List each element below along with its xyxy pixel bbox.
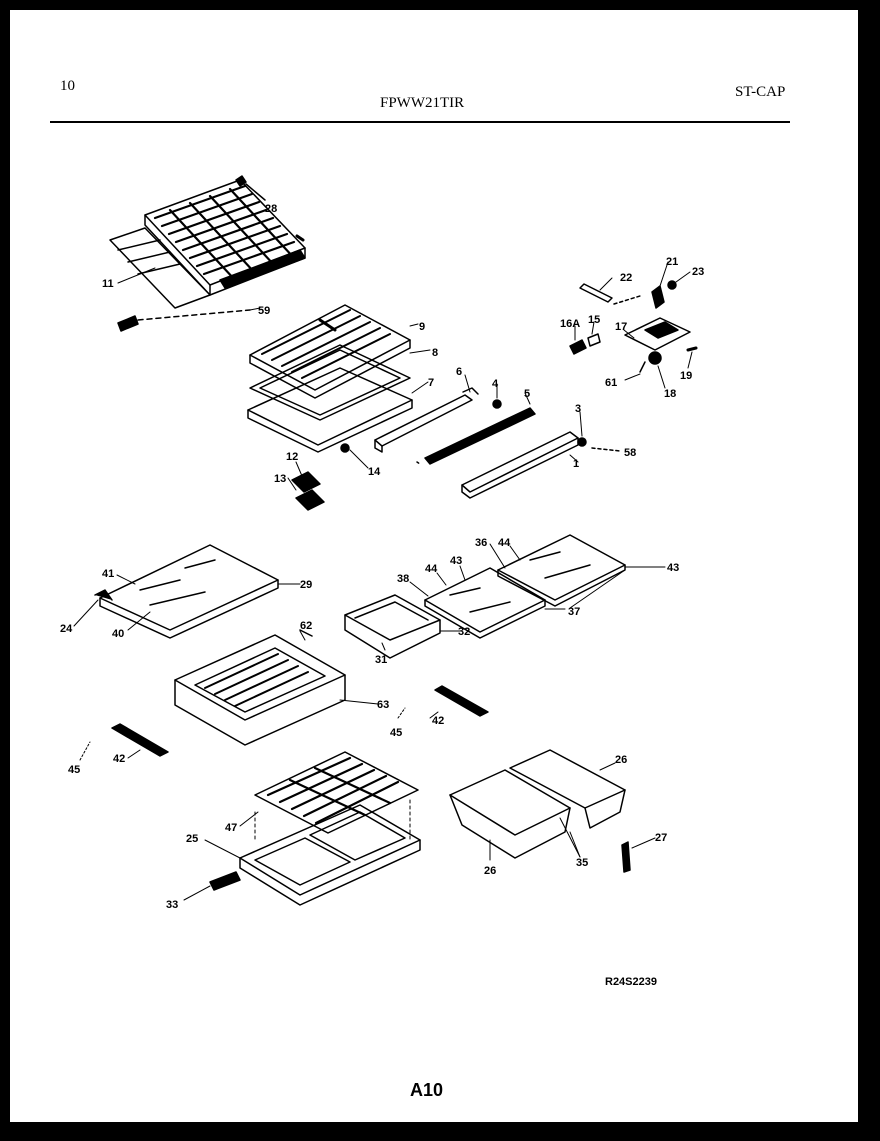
shelf-8 [249, 344, 411, 421]
callout-8: 8 [432, 347, 438, 359]
callout-44-left: 44 [425, 563, 438, 575]
page-number: 10 [60, 78, 75, 94]
model-number: FPWW21TIR [380, 95, 465, 111]
rail-5 [416, 407, 536, 465]
shelf-43-right [497, 534, 626, 607]
callout-28: 28 [265, 203, 277, 215]
shelf-7 [247, 367, 413, 453]
rail-1 [461, 431, 579, 499]
callout-26-bottom: 26 [484, 865, 496, 877]
callout-17: 17 [615, 321, 627, 333]
callout-18: 18 [664, 388, 676, 400]
callout-16A: 16A [560, 318, 580, 330]
callout-29: 29 [300, 579, 312, 591]
callout-61: 61 [605, 377, 617, 389]
cover-pin [117, 309, 251, 332]
leader-lines [73, 261, 693, 901]
callout-44-top: 44 [498, 537, 511, 549]
pin-27 [621, 841, 631, 873]
page-label: A10 [410, 1080, 444, 1100]
callout-24: 24 [60, 623, 73, 635]
callout-32: 32 [458, 626, 470, 638]
callout-19: 19 [680, 370, 692, 382]
callout-7: 7 [428, 377, 434, 389]
callout-25: 25 [186, 833, 198, 845]
callout-35: 35 [576, 857, 588, 869]
callout-33: 33 [166, 899, 178, 911]
callout-15: 15 [588, 314, 600, 326]
drawer-31 [344, 594, 441, 659]
callout-45-left: 45 [68, 764, 80, 776]
diagram-reference-code: R24S2239 [605, 976, 657, 988]
callout-11: 11 [102, 278, 114, 290]
callout-45-right: 45 [390, 727, 402, 739]
callouts: 28 11 59 9 8 7 6 4 5 3 1 58 14 12 13 22 … [60, 203, 704, 911]
callout-41: 41 [102, 568, 114, 580]
crisper-62 [174, 629, 346, 746]
callout-22: 22 [620, 272, 632, 284]
callout-3: 3 [575, 403, 581, 415]
callout-6: 6 [456, 366, 462, 378]
callout-42-right: 42 [432, 715, 444, 727]
callout-47: 47 [225, 822, 237, 834]
callout-43-right: 43 [667, 562, 679, 574]
callout-27: 27 [655, 832, 667, 844]
callout-5: 5 [524, 388, 530, 400]
callout-21: 21 [666, 256, 678, 268]
crisper-cover-grid [153, 184, 297, 282]
callout-59: 59 [258, 305, 270, 317]
header-rule [50, 121, 790, 123]
callout-62: 62 [300, 620, 312, 632]
shelf-47 [254, 751, 419, 834]
pin-33 [209, 871, 241, 891]
callout-1: 1 [573, 458, 579, 470]
sheet [10, 10, 858, 1122]
shelf-41 [94, 544, 279, 639]
callout-58: 58 [624, 447, 636, 459]
callout-4: 4 [492, 378, 499, 390]
drawer-26-left [449, 769, 571, 859]
callout-37: 37 [568, 606, 580, 618]
callout-43-left: 43 [450, 555, 462, 567]
callout-13: 13 [274, 473, 286, 485]
rail-42-left [111, 723, 169, 757]
callout-23: 23 [692, 266, 704, 278]
callout-40: 40 [112, 628, 124, 640]
callout-42-left: 42 [113, 753, 125, 765]
small-parts [291, 399, 621, 511]
shelf-support-6 [374, 387, 479, 453]
callout-36-top: 36 [475, 537, 487, 549]
callout-12: 12 [286, 451, 298, 463]
callout-31: 31 [375, 654, 387, 666]
callout-38: 38 [397, 573, 409, 585]
frame-25 [239, 804, 421, 906]
cover-hinge [235, 175, 305, 242]
rail-42-right [434, 685, 489, 717]
callout-63: 63 [377, 699, 389, 711]
section-code: ST-CAP [735, 84, 786, 100]
callout-26-top: 26 [615, 754, 627, 766]
callout-14: 14 [368, 466, 381, 478]
shelf-43-left [424, 567, 546, 639]
control-parts [569, 280, 698, 373]
drawer-26-right [509, 749, 626, 829]
callout-9: 9 [419, 321, 425, 333]
